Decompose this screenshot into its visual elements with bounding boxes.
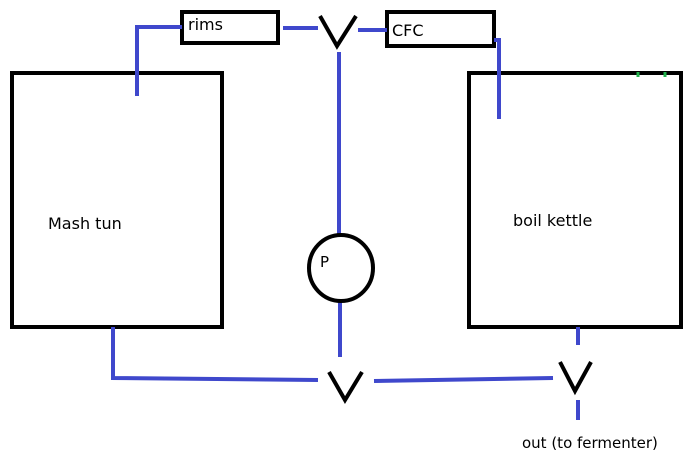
- cfc-label: CFC: [392, 21, 424, 40]
- mash-tun-vessel: [10, 71, 224, 329]
- outlet-label: out (to fermenter): [522, 434, 658, 452]
- mash-tun-label: Mash tun: [48, 214, 122, 233]
- pump-label: P: [320, 253, 330, 271]
- pipe-bottom-valve-to-outlet-valve: [373, 376, 554, 383]
- bottom-valve-icon: [327, 370, 364, 404]
- rims-label: rims: [188, 15, 223, 34]
- pump-icon: [307, 233, 375, 303]
- boil-kettle-label: boil kettle: [513, 211, 593, 230]
- boil-kettle-vessel: [467, 71, 683, 329]
- outlet-valve-icon: [558, 361, 593, 396]
- pipe-cfc-to-boil-kettle: [494, 38, 501, 119]
- pipe-mash-tun-to-rims: [135, 25, 182, 96]
- top-valve-icon: [318, 14, 358, 50]
- pipe-mash-tun-to-bottom-valve: [111, 327, 319, 382]
